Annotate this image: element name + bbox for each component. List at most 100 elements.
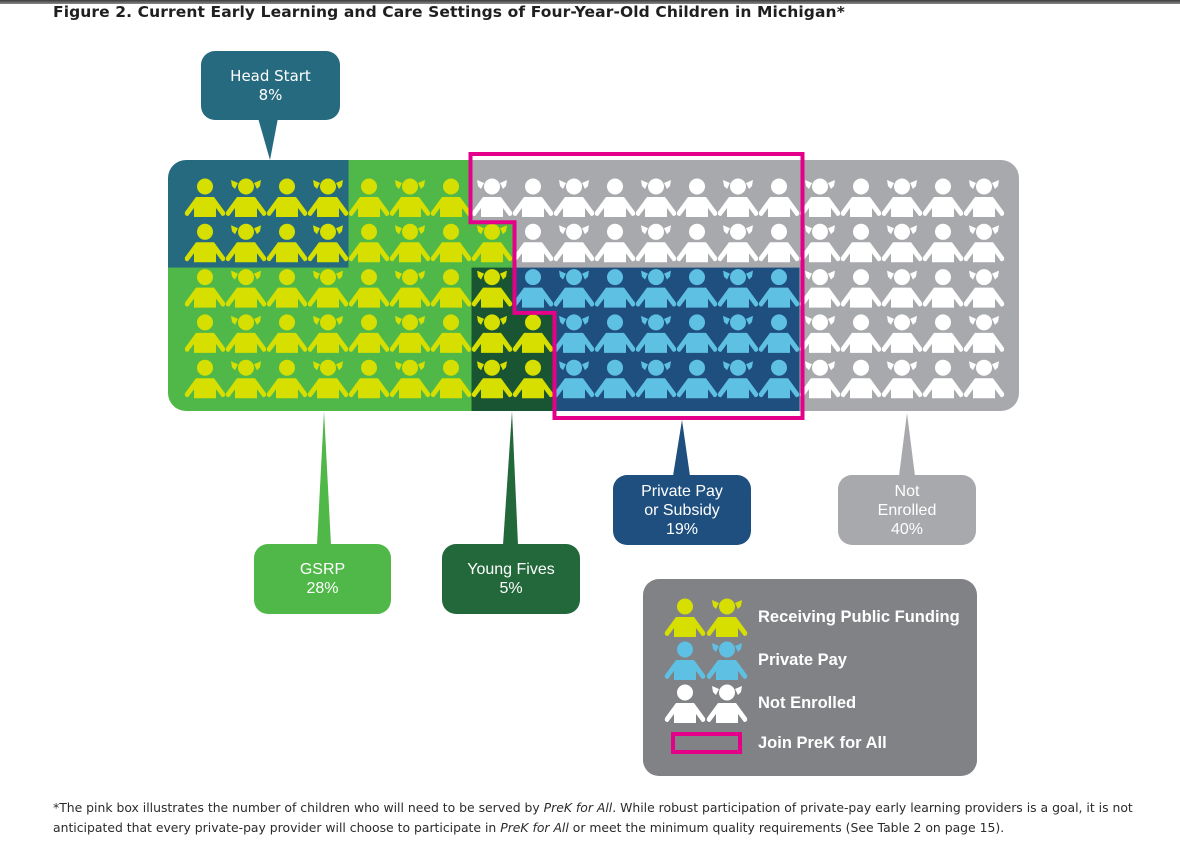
white-children-icon (664, 684, 748, 723)
private-pay-label-line2: or Subsidy (644, 501, 720, 519)
boy-figure-private-pay (594, 314, 636, 353)
girl-figure-gsrp (389, 359, 431, 399)
boy-figure-private-pay (594, 359, 636, 399)
prek-for-all-outline (468, 152, 805, 420)
girl-figure-gsrp (389, 178, 431, 217)
girl-figure-private-pay (635, 314, 677, 353)
girl-figure-private-pay (553, 314, 595, 353)
boy-figure-head-start (266, 178, 308, 217)
girl-figure-gsrp (225, 359, 267, 399)
girl-figure-young-fives (471, 359, 513, 399)
girl-figure-not-enrolled (717, 223, 759, 263)
girl-figure-not-enrolled (881, 314, 923, 353)
girl-figure-private-pay (635, 269, 677, 308)
yellow-children-icon (664, 598, 748, 637)
young-fives-pointer (503, 411, 518, 545)
girl-figure-not-enrolled (553, 178, 595, 217)
not-enrolled-label-line1: Not (894, 482, 920, 500)
legend-girl-icon (706, 641, 748, 680)
boy-figure-not-enrolled (512, 223, 554, 263)
gsrp-label: GSRP (299, 561, 346, 578)
boy-figure-not-enrolled (594, 223, 636, 263)
boy-figure-private-pay (676, 314, 718, 353)
footnote-part1: *The pink box illustrates the number of … (53, 800, 544, 815)
footnote-part3: or meet the minimum quality requirements… (568, 820, 1005, 835)
boy-figure-private-pay (758, 359, 800, 399)
boy-figure-not-enrolled (676, 178, 718, 217)
girl-figure-young-fives (471, 314, 513, 353)
girl-figure-not-enrolled (471, 178, 513, 217)
girl-figure-not-enrolled (717, 178, 759, 217)
footnote: *The pink box illustrates the number of … (53, 798, 1153, 838)
boy-figure-not-enrolled (922, 269, 964, 308)
girl-figure-private-pay (553, 359, 595, 399)
boy-figure-gsrp (184, 269, 226, 308)
gsrp-percent: 28% (306, 580, 339, 597)
girl-figure-not-enrolled (635, 223, 677, 263)
boy-figure-gsrp (348, 269, 390, 308)
boy-figure-gsrp (266, 314, 308, 353)
legend-item-public-funding: Receiving Public Funding (643, 596, 977, 637)
boy-figure-gsrp (348, 178, 390, 217)
legend-boy-icon (664, 598, 706, 637)
legend-boy-icon (664, 684, 706, 723)
boy-figure-not-enrolled (922, 223, 964, 263)
girl-figure-young-fives (471, 269, 513, 308)
girl-figure-private-pay (717, 359, 759, 399)
not-enrolled-percent: 40% (890, 520, 924, 538)
girl-figure-gsrp (307, 269, 349, 308)
legend-label-prek-for-all: Join PreK for All (758, 734, 887, 752)
girl-figure-not-enrolled (799, 223, 841, 263)
boy-figure-not-enrolled (594, 178, 636, 217)
legend-girl-icon (706, 598, 748, 637)
young-fives-percent: 5% (499, 580, 523, 597)
boy-figure-private-pay (512, 269, 554, 308)
boy-figure-private-pay (594, 269, 636, 308)
legend: Receiving Public Funding Private Pay Not… (643, 579, 977, 776)
private-pay-callout: Private Pay or Subsidy 19% (613, 475, 751, 545)
girl-figure-head-start (307, 223, 349, 263)
girl-figure-private-pay (553, 269, 595, 308)
gsrp-callout: GSRP 28% (254, 544, 391, 614)
boy-figure-not-enrolled (512, 178, 554, 217)
private-pay-percent: 19% (665, 520, 699, 538)
boy-figure-gsrp (184, 359, 226, 399)
boy-figure-private-pay (758, 314, 800, 353)
boy-figure-gsrp (348, 359, 390, 399)
girl-figure-head-start (225, 223, 267, 263)
head-start-label: Head Start (230, 66, 311, 85)
boy-figure-not-enrolled (840, 359, 882, 399)
top-bar (0, 0, 1180, 4)
boy-figure-not-enrolled (840, 223, 882, 263)
girl-figure-not-enrolled (963, 359, 1005, 399)
legend-label-public-funding: Receiving Public Funding (758, 608, 960, 626)
figure-title: Figure 2. Current Early Learning and Car… (53, 3, 845, 21)
girl-figure-not-enrolled (881, 223, 923, 263)
boy-figure-not-enrolled (922, 359, 964, 399)
girl-figure-not-enrolled (799, 359, 841, 399)
boy-figure-gsrp (430, 314, 472, 353)
not-enrolled-pointer (899, 413, 915, 476)
young-fives-callout: Young Fives 5% (442, 544, 580, 614)
footnote-emphasis-2: PreK for All (500, 820, 569, 835)
girl-figure-gsrp (471, 223, 513, 263)
young-fives-label: Young Fives (467, 561, 555, 578)
boy-figure-gsrp (266, 269, 308, 308)
girl-figure-not-enrolled (553, 223, 595, 263)
head-start-pointer (258, 118, 278, 160)
boy-figure-private-pay (758, 269, 800, 308)
head-start-callout: Head Start 8% (201, 51, 340, 120)
girl-figure-gsrp (389, 314, 431, 353)
legend-item-not-enrolled: Not Enrolled (643, 682, 977, 723)
girl-figure-gsrp (307, 314, 349, 353)
legend-label-private-pay: Private Pay (758, 651, 847, 669)
girl-figure-not-enrolled (963, 223, 1005, 263)
girl-figure-gsrp (389, 269, 431, 308)
boy-figure-not-enrolled (922, 314, 964, 353)
girl-figure-private-pay (635, 359, 677, 399)
boy-figure-gsrp (266, 359, 308, 399)
pink-box-icon (671, 732, 742, 754)
girl-figure-gsrp (225, 269, 267, 308)
head-start-percent: 8% (258, 85, 283, 104)
